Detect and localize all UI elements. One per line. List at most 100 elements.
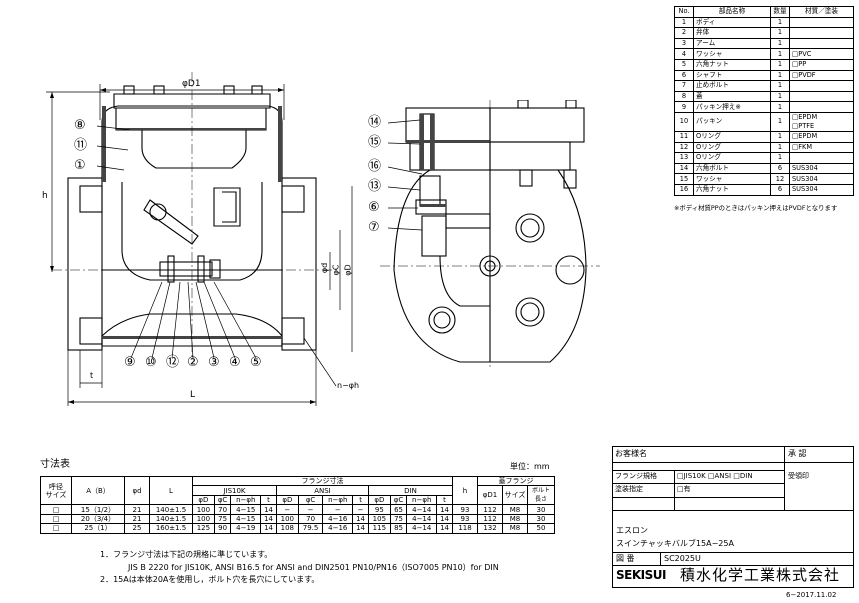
- dims-cell-din: 4−14: [406, 513, 438, 525]
- parts-cell-qty: 6: [770, 183, 790, 196]
- parts-cell-qty: 1: [770, 58, 790, 71]
- parts-cell-name: 六角ナット: [693, 58, 771, 71]
- parts-cell-mat: [789, 152, 854, 164]
- parts-cell-mat: SUS304: [789, 173, 854, 185]
- dims-cell-d: 21: [124, 504, 150, 515]
- dims-h-d: φd: [124, 475, 150, 506]
- dims-sub-header: n−φh: [322, 494, 354, 506]
- parts-cell-name: パッキン: [693, 111, 771, 132]
- dims-cell-jis: 70: [213, 504, 232, 515]
- parts-cell-name: シャフト: [693, 69, 771, 82]
- dims-cell-ansi: 79.5: [297, 523, 324, 534]
- parts-cell-mat: [789, 16, 854, 29]
- parts-cell-name: ボディ: [693, 16, 771, 29]
- parts-cell-mat: □PVDF: [789, 69, 854, 82]
- dims-cell-L: 140±1.5: [149, 513, 193, 525]
- dims-h-D1: φD1: [477, 485, 503, 506]
- parts-cell-mat: [789, 90, 854, 103]
- parts-cell-name: パッキン押え※: [693, 101, 771, 113]
- parts-cell-name: 六角ボルト: [693, 162, 771, 175]
- dims-cell-chk[interactable]: □: [40, 504, 72, 515]
- parts-cell-mat: [789, 27, 854, 39]
- parts-cell-qty: 1: [770, 111, 790, 132]
- tb-coating-label: 塗装指定: [615, 485, 643, 493]
- balloon-16: ⑯: [368, 159, 382, 174]
- parts-cell-qty: 12: [770, 173, 790, 185]
- parts-cell-qty: 1: [770, 101, 790, 113]
- parts-cell-mat: [789, 37, 854, 50]
- parts-cell-no: 13: [674, 152, 694, 164]
- parts-cell-mat: □PVC: [789, 48, 854, 60]
- dim-label-nh: n−φh: [337, 381, 360, 390]
- dims-sub-header: t: [260, 494, 277, 506]
- dims-cell-din: 14: [436, 513, 453, 525]
- dims-sub-header: φD: [192, 494, 215, 506]
- dims-cell-din: 85: [389, 523, 408, 534]
- parts-cell-qty: 1: [770, 152, 790, 164]
- dims-sub-header: t: [436, 494, 453, 506]
- parts-cell-no: 4: [674, 48, 694, 60]
- dims-h-ansi: ANSI: [275, 485, 369, 496]
- dims-cell-L: 160±1.5: [149, 523, 193, 534]
- balloon-7: ⑦: [368, 220, 380, 235]
- dims-unit: 単位：mm: [510, 462, 550, 471]
- dims-cell-size: M8: [502, 523, 528, 534]
- tb-drawing-no: SC2025U: [664, 554, 701, 563]
- dims-cell-chk[interactable]: □: [40, 523, 72, 534]
- parts-cell-qty: 1: [770, 37, 790, 50]
- dims-cell-din: 14: [436, 504, 453, 515]
- dim-label-D: φD: [343, 264, 353, 276]
- parts-cell-name: 蓋: [693, 90, 771, 103]
- dims-cell-din: 4−14: [406, 523, 438, 534]
- balloon-11: ⑪: [74, 138, 88, 153]
- balloon-14: ⑭: [368, 115, 382, 130]
- dims-cell-ansi: −: [275, 504, 299, 515]
- parts-cell-mat: SUS304: [789, 162, 854, 175]
- dims-cell-D1: 132: [477, 523, 503, 534]
- dims-cell-L: 140±1.5: [149, 504, 193, 515]
- dims-sub-header: n−φh: [230, 494, 262, 506]
- parts-cell-mat: □EPDM □PTFE: [789, 111, 854, 132]
- dims-cell-jis: 14: [260, 513, 277, 525]
- dims-cell-din: 14: [436, 523, 453, 534]
- dims-cell-ansi: −: [297, 504, 324, 515]
- tb-company: 積水化学工業株式会社: [680, 566, 841, 584]
- dims-cell-jis: 100: [192, 504, 215, 515]
- parts-cell-no: 1: [674, 16, 694, 29]
- dims-cell-D1: 112: [477, 513, 503, 525]
- dims-table: 呼径 サイズ A（B） φd L フランジ寸法 h 蓋フランジ JIS10K A…: [40, 475, 555, 534]
- dims-cell-jis: 90: [213, 523, 232, 534]
- dims-cell-jis: 125: [192, 523, 215, 534]
- dims-h-bolt-text: ボルト 長さ: [531, 487, 550, 504]
- dim-label-L: L: [190, 390, 196, 400]
- dims-cell-chk[interactable]: □: [40, 513, 72, 525]
- parts-cell-qty: 1: [770, 130, 790, 143]
- dims-h-nominal: 呼径 サイズ: [40, 475, 72, 506]
- parts-cell-qty: 1: [770, 69, 790, 82]
- tb-series: エスロン: [616, 526, 648, 535]
- dims-h-jis: JIS10K: [192, 485, 277, 496]
- brand-logo: SEKISUI: [616, 568, 666, 582]
- balloon-4: ④: [229, 355, 241, 370]
- parts-cell-qty: 1: [770, 27, 790, 39]
- parts-cell-qty: 1: [770, 141, 790, 154]
- dims-h-cover: 蓋フランジ: [477, 475, 555, 487]
- dims-h-size: サイズ: [502, 485, 528, 506]
- balloon-5: ⑤: [250, 355, 262, 370]
- tb-drawing-no-label: 図 番: [616, 554, 635, 563]
- dims-cell-h: 93: [452, 504, 478, 515]
- dims-cell-ansi: −: [322, 504, 354, 515]
- tb-coating-option: □有: [677, 485, 691, 493]
- parts-cell-qty: 1: [770, 16, 790, 29]
- tb-accept: 承 認: [788, 449, 807, 458]
- parts-cell-mat: □PP: [789, 58, 854, 71]
